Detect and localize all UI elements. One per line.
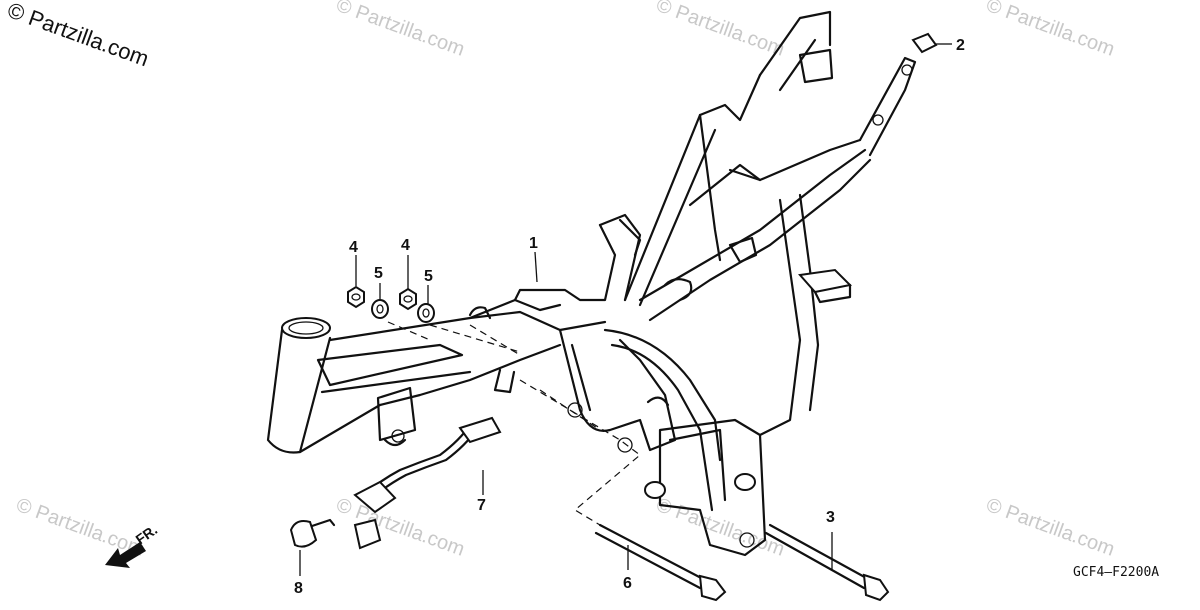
front-arrow-icon bbox=[105, 542, 146, 568]
watermark-layer: © Partzilla.com © Partzilla.com © Partzi… bbox=[13, 0, 1117, 561]
diagram-code: GCF4–F2200A bbox=[1073, 565, 1159, 580]
callout-1: 1 bbox=[529, 235, 538, 252]
leader-lines bbox=[355, 251, 538, 304]
long-bolt-part bbox=[764, 523, 890, 602]
cap-part bbox=[911, 32, 952, 54]
watermark: © Partzilla.com bbox=[983, 494, 1117, 561]
watermark: © Partzilla.com bbox=[333, 0, 467, 61]
callout-4b: 4 bbox=[401, 237, 410, 254]
nut-washer-parts bbox=[347, 285, 492, 323]
callout-2: 2 bbox=[956, 37, 965, 54]
callout-3: 3 bbox=[826, 509, 835, 526]
ignition-switch-part bbox=[353, 416, 502, 550]
callout-8: 8 bbox=[294, 580, 303, 597]
watermark: © Partzilla.com bbox=[983, 0, 1117, 61]
callout-6: 6 bbox=[623, 575, 632, 592]
callout-5b: 5 bbox=[424, 268, 433, 285]
copyright-text: © Partzilla.com bbox=[4, 0, 152, 71]
callout-4a: 4 bbox=[349, 239, 358, 256]
callout-labels: 1 2 3 4 4 5 5 6 7 8 bbox=[294, 37, 965, 597]
bolt-part bbox=[594, 523, 727, 602]
watermark: © Partzilla.com bbox=[653, 494, 787, 561]
callout-7: 7 bbox=[477, 497, 486, 514]
callout-5a: 5 bbox=[374, 265, 383, 282]
watermark: © Partzilla.com bbox=[653, 0, 787, 61]
watermark: © Partzilla.com bbox=[333, 494, 467, 561]
main-frame-drawing bbox=[266, 10, 917, 557]
key-part bbox=[289, 518, 336, 576]
